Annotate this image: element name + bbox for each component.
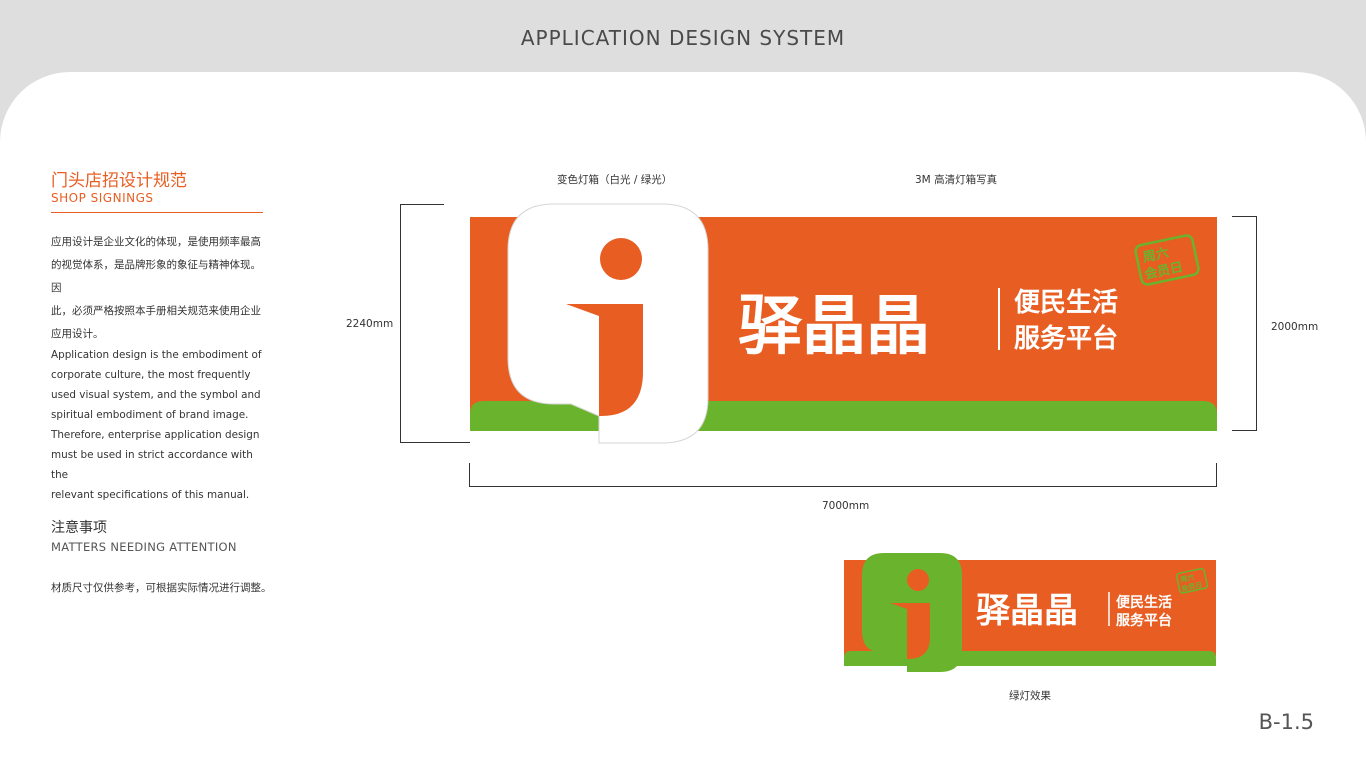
desc-zh-line: 此，必须严格按照本手册相关规范来使用企业	[51, 305, 261, 317]
desc-en-line: Application design is the embodiment of	[51, 349, 262, 361]
mini-brand-name: 驿晶晶	[976, 591, 1078, 631]
badge-line-1: 周六	[1141, 245, 1170, 266]
brand-name: 驿晶晶	[738, 290, 930, 364]
mini-badge-frame	[1176, 567, 1208, 594]
notice-title-en: MATTERS NEEDING ATTENTION	[51, 540, 237, 554]
desc-zh-line: 应用设计是企业文化的体现，是使用频率最高	[51, 236, 261, 248]
dim-outer-top-tick	[400, 204, 444, 205]
desc-en-line: corporate culture, the most frequently	[51, 369, 251, 381]
page-number: B-1.5	[1258, 710, 1314, 734]
mini-slogan-line-2: 服务平台	[1116, 612, 1172, 629]
mini-badge: 周六 会员日	[1176, 567, 1208, 594]
dim-width-right-tick	[1216, 463, 1217, 487]
width-label: 7000mm	[822, 500, 870, 512]
mini-logo-stem	[890, 603, 930, 659]
dim-outer-left	[400, 204, 401, 443]
desc-en-line: used visual system, and the symbol and	[51, 389, 261, 401]
dim-inner-top-tick	[1232, 216, 1257, 217]
desc-zh-line: 的视觉体系，是品牌形象的象征与精神体现。因	[51, 259, 261, 294]
green-light-caption: 绿灯效果	[1009, 690, 1051, 702]
desc-en-line: spiritual embodiment of brand image.	[51, 409, 249, 421]
notice-body: 材质尺寸仅供参考，可根据实际情况进行调整。	[51, 582, 272, 594]
mini-badge-line-1: 周六	[1180, 572, 1196, 584]
desc-en-line: must be used in strict accordance with t…	[51, 449, 253, 481]
dim-outer-bottom-tick	[400, 442, 470, 443]
green-light-sign: 驿晶晶 便民生活 服务平台 周六 会员日	[844, 553, 1216, 672]
print-label: 3M 高清灯箱写真	[915, 174, 998, 186]
section-divider	[51, 212, 263, 213]
description-zh: 应用设计是企业文化的体现，是使用频率最高 的视觉体系，是品牌形象的象征与精神体现…	[51, 231, 267, 346]
dim-width-line	[469, 486, 1217, 487]
description-en: Application design is the embodiment of …	[51, 345, 267, 505]
mini-badge-line-2: 会员日	[1180, 580, 1202, 593]
desc-en-line: relevant specifications of this manual.	[51, 489, 250, 501]
logo-dot	[600, 238, 642, 280]
logo-stem	[566, 304, 643, 416]
lightbox-label: 变色灯箱（白光 / 绿光）	[557, 174, 673, 186]
slogan-line-2: 服务平台	[1014, 323, 1118, 354]
notice-title-zh: 注意事项	[51, 520, 107, 536]
dim-inner-right	[1256, 216, 1257, 431]
section-title-zh: 门头店招设计规范	[51, 171, 187, 191]
desc-zh-line: 应用设计。	[51, 328, 104, 340]
slogan-line-1: 便民生活	[1014, 288, 1118, 318]
desc-en-line: Therefore, enterprise application design	[51, 429, 260, 441]
badge-frame	[1134, 234, 1200, 286]
header-title: APPLICATION DESIGN SYSTEM	[520, 26, 846, 50]
dim-width-left-tick	[469, 463, 470, 487]
dim-inner-bottom-tick	[1232, 430, 1257, 431]
mini-logo-dot	[907, 569, 929, 591]
member-day-badge: 周六 会员日	[1134, 234, 1200, 286]
mini-slogan-line-1: 便民生活	[1116, 594, 1172, 611]
section-title-en: SHOP SIGNINGS	[51, 191, 154, 205]
badge-line-2: 会员日	[1143, 259, 1184, 283]
height-inner-label: 2000mm	[1271, 321, 1319, 333]
height-outer-label: 2240mm	[346, 318, 394, 330]
